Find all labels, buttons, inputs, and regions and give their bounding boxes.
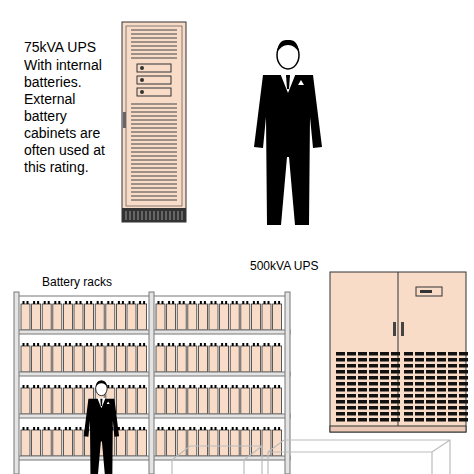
ups-75kva-cabinet: [122, 22, 186, 222]
equipment-title: 75kVA UPS: [24, 39, 134, 56]
note-text: With internal batteries. External batter…: [24, 57, 120, 176]
part-label: Battery racks: [42, 274, 152, 291]
person-figure: [254, 40, 322, 225]
battery-racks: [14, 292, 290, 474]
ups-500kva-cabinet: [330, 272, 468, 432]
equipment-outline: [172, 440, 450, 474]
equipment-title: 500kVA UPS: [250, 258, 330, 275]
person-figure: [84, 381, 119, 474]
